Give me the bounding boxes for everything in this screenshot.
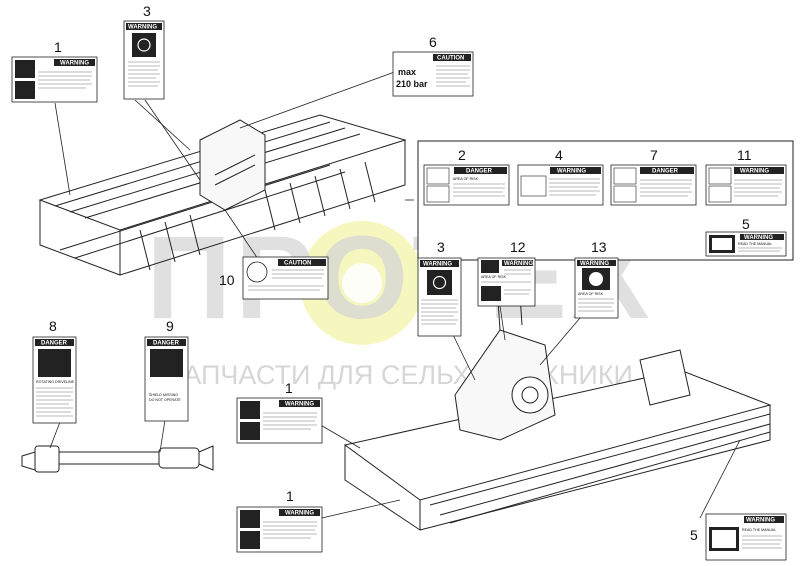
callout-13: 13 — [591, 239, 607, 255]
decal-12: WARNING AREA OF RISK — [477, 257, 536, 307]
decal-1-bot: WARNING — [236, 506, 323, 553]
svg-text:DANGER: DANGER — [466, 169, 493, 175]
callout-6: 6 — [429, 34, 437, 50]
callout-3-top: 3 — [143, 3, 151, 19]
decal-1-top: WARNING — [11, 56, 98, 103]
callout-3-mid: 3 — [437, 239, 445, 255]
svg-text:DANGER: DANGER — [41, 341, 68, 347]
decal-8: DANGER ROTATING DRIVELINE — [32, 336, 77, 424]
svg-text:AREA OF RISK: AREA OF RISK — [481, 275, 507, 279]
callout-8: 8 — [49, 318, 57, 334]
callout-4: 4 — [555, 147, 563, 163]
decal-13: WARNING AREA OF RISK — [574, 257, 619, 319]
callout-5-box: 5 — [742, 216, 750, 232]
callout-10: 10 — [219, 272, 235, 288]
svg-text:210 bar: 210 bar — [396, 79, 428, 89]
svg-text:DANGER: DANGER — [153, 341, 180, 347]
svg-text:WARNING: WARNING — [285, 511, 314, 517]
svg-text:AREA OF RISK: AREA OF RISK — [453, 177, 479, 181]
decal-7: DANGER — [610, 164, 697, 206]
callout-1-bot: 1 — [286, 488, 294, 504]
svg-text:AREA OF RISK: AREA OF RISK — [578, 292, 604, 296]
svg-text:WARNING: WARNING — [504, 261, 533, 267]
callout-12: 12 — [510, 239, 526, 255]
svg-text:DANGER: DANGER — [652, 169, 679, 175]
callout-7: 7 — [650, 147, 658, 163]
decal-6: CAUTION max 210 bar — [392, 51, 474, 97]
pto-shaft-drawing — [21, 445, 214, 473]
callout-9: 9 — [166, 318, 174, 334]
svg-text:WARNING: WARNING — [746, 518, 775, 524]
svg-text:CAUTION: CAUTION — [284, 261, 311, 267]
svg-text:READ THE MANUAL: READ THE MANUAL — [742, 528, 776, 532]
svg-text:WARNING: WARNING — [740, 169, 769, 175]
decal-3-mid: WARNING — [417, 257, 462, 337]
svg-text:WARNING: WARNING — [128, 25, 157, 31]
svg-text:WARNING: WARNING — [744, 235, 773, 241]
bottom-machine-drawing — [343, 294, 772, 531]
decal-11: WARNING — [705, 164, 787, 206]
svg-text:SHIELD MISSING: SHIELD MISSING — [149, 393, 178, 397]
decal-1-mid: WARNING — [236, 397, 323, 444]
callout-numbers: 1 3 6 10 2 4 7 11 5 3 12 13 8 9 1 1 5 — [49, 3, 752, 543]
top-machine-drawing — [38, 114, 407, 276]
svg-text:WARNING: WARNING — [557, 169, 586, 175]
svg-text:max: max — [398, 67, 416, 77]
callout-11: 11 — [737, 147, 752, 163]
decal-2: DANGER AREA OF RISK — [423, 164, 510, 206]
decal-10: CAUTION — [242, 256, 329, 300]
decal-9: DANGER SHIELD MISSING DO NOT OPERATE — [144, 336, 189, 422]
callout-1-top: 1 — [54, 39, 62, 55]
svg-text:CAUTION: CAUTION — [437, 56, 464, 62]
svg-text:WARNING: WARNING — [423, 262, 452, 268]
svg-text:ROTATING DRIVELINE: ROTATING DRIVELINE — [36, 380, 75, 384]
callout-2: 2 — [458, 147, 466, 163]
svg-text:WARNING: WARNING — [285, 402, 314, 408]
svg-text:WARNING: WARNING — [580, 261, 609, 267]
watermark-tagline: ЗАПЧАСТИ ДЛЯ СЕЛЬХОЗТЕХНИКИ — [167, 360, 633, 390]
svg-text:DO NOT OPERATE: DO NOT OPERATE — [149, 398, 181, 402]
callout-5-bot: 5 — [690, 527, 698, 543]
decal-5-bot: WARNING READ THE MANUAL — [705, 513, 787, 561]
callout-1-mid: 1 — [285, 380, 293, 396]
decal-5-box: WARNING READ THE MANUAL — [705, 231, 787, 257]
decal-4: WARNING — [517, 164, 604, 206]
svg-text:WARNING: WARNING — [60, 61, 89, 67]
decal-3-top: WARNING — [123, 20, 165, 100]
svg-text:READ THE MANUAL: READ THE MANUAL — [738, 242, 772, 246]
